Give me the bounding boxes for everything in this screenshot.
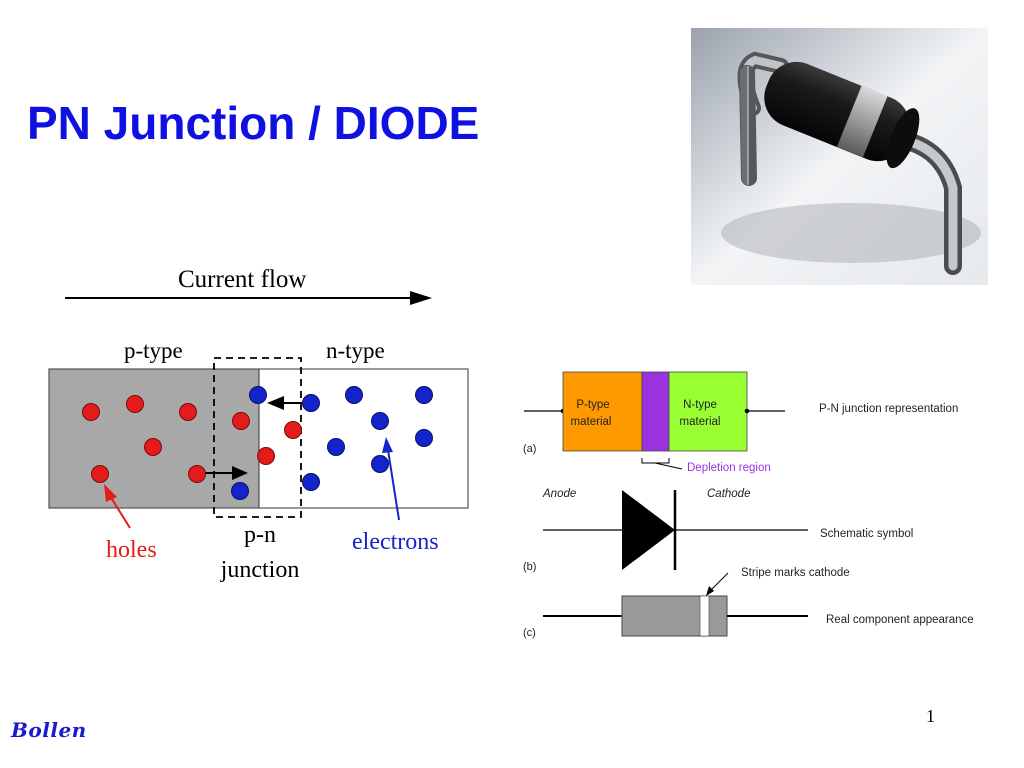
- component-body: [621, 595, 728, 637]
- real-component-caption: Real component appearance: [826, 614, 974, 626]
- current-flow-arrow: [65, 291, 432, 305]
- hole: [91, 465, 109, 483]
- electron: [231, 482, 249, 500]
- electron: [415, 386, 433, 404]
- electron: [371, 412, 389, 430]
- label-b: (b): [523, 561, 536, 573]
- hole: [144, 438, 162, 456]
- n-type-material-line1: N-type: [683, 399, 717, 411]
- holes-pointer: [104, 484, 131, 529]
- electron-drift-arrow: [267, 396, 302, 410]
- electron: [327, 438, 345, 456]
- label-c: (c): [523, 627, 536, 639]
- real-component: Stripe marks cathode Real component appe…: [523, 567, 974, 639]
- label-a: (a): [523, 443, 536, 455]
- current-flow-label: Current flow: [178, 266, 306, 293]
- hole: [179, 403, 197, 421]
- depletion-region-label: Depletion region: [687, 462, 771, 474]
- page-number: 1: [926, 706, 935, 726]
- electron: [415, 429, 433, 447]
- schematic-symbol: Anode Cathode Schematic symbol (b): [523, 488, 913, 573]
- schematic-symbol-caption: Schematic symbol: [820, 528, 913, 540]
- n-type-label: n-type: [326, 338, 385, 363]
- n-type-material-line2: material: [680, 416, 721, 428]
- stripe-label: Stripe marks cathode: [741, 567, 850, 579]
- electron: [345, 386, 363, 404]
- p-type-material-block: [562, 371, 643, 452]
- pn-representation: P-type material N-type material Depletio…: [523, 371, 958, 474]
- holes: [82, 395, 302, 483]
- diode-photo: [691, 28, 988, 285]
- pn-junction-figure: Current flow p-type n-type: [48, 266, 469, 583]
- hole: [257, 447, 275, 465]
- pn-representation-caption: P-N junction representation: [819, 403, 958, 415]
- electron: [302, 473, 320, 491]
- p-type-material-line1: P-type: [576, 399, 609, 411]
- hole: [126, 395, 144, 413]
- slide-title: PN Junction / DIODE: [27, 97, 480, 149]
- p-type-label: p-type: [124, 338, 183, 363]
- diode-triangle: [622, 490, 675, 570]
- hole: [232, 412, 250, 430]
- junction-label-line1: p-n: [244, 522, 276, 548]
- anode-label: Anode: [542, 488, 576, 500]
- electrons-pointer: [382, 437, 400, 521]
- electron: [302, 394, 320, 412]
- holes-label: holes: [106, 537, 157, 563]
- depletion-region-block: [641, 371, 670, 452]
- n-type-material-block: [668, 371, 748, 452]
- cathode-stripe: [699, 595, 710, 637]
- electrons: [231, 386, 433, 500]
- hole: [188, 465, 206, 483]
- electron: [249, 386, 267, 404]
- junction-label-line2: junction: [220, 557, 300, 583]
- author-signature: Bollen: [11, 718, 87, 742]
- diode-schematic-figure: P-type material N-type material Depletio…: [523, 371, 974, 639]
- hole-drift-arrow: [205, 466, 248, 480]
- p-type-material-line2: material: [571, 416, 612, 428]
- electron: [371, 455, 389, 473]
- depletion-bracket: [641, 458, 670, 464]
- hole: [82, 403, 100, 421]
- junction-box: [213, 357, 302, 518]
- hole: [284, 421, 302, 439]
- electrons-label: electrons: [352, 529, 439, 555]
- cathode-label: Cathode: [707, 488, 750, 500]
